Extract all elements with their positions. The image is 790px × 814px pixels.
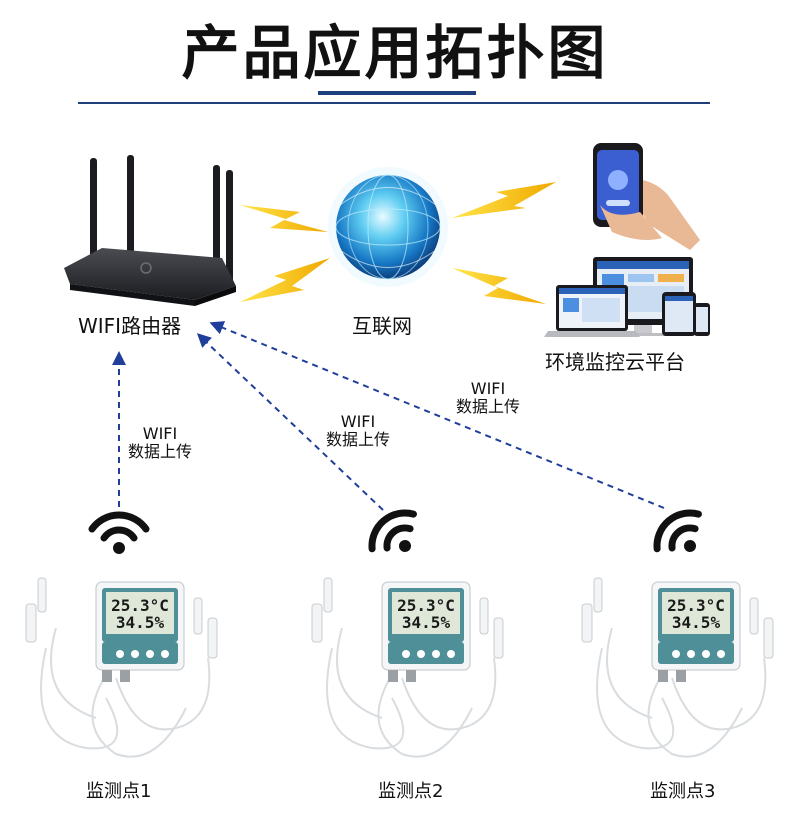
link-label-3: WIFI 数据上传 <box>448 380 528 416</box>
lightning-bolt-icon <box>240 258 330 302</box>
device-label-3: 监测点3 <box>650 781 716 802</box>
sensor-device-2: 25.3°C 34.5% <box>311 577 504 758</box>
device-label-2: 监测点2 <box>378 781 444 802</box>
laptop-icon <box>544 285 640 337</box>
link-description: 数据上传 <box>127 442 192 461</box>
link-protocol: WIFI <box>470 379 506 398</box>
sensor-device-1: 25.3°C 34.5% <box>25 577 218 758</box>
humidity-readout: 34.5% <box>402 613 451 632</box>
wifi-signal-icon <box>653 509 702 553</box>
upload-link-3 <box>209 321 665 509</box>
lightning-bolt-icon <box>452 182 556 218</box>
humidity-readout: 34.5% <box>116 613 165 632</box>
wifi-signal-icon <box>88 511 150 554</box>
link-description: 数据上传 <box>455 397 520 416</box>
device-label-1: 监测点1 <box>86 781 152 802</box>
smartphone-icon <box>593 143 700 250</box>
lightning-bolt-icon <box>452 268 546 304</box>
title-accent-bar <box>318 91 476 95</box>
temperature-readout: 25.3°C <box>667 596 725 615</box>
temperature-readout: 25.3°C <box>111 596 169 615</box>
page-title: 产品应用拓扑图 <box>181 19 609 87</box>
humidity-readout: 34.5% <box>672 613 721 632</box>
lightning-bolt-icon <box>240 205 328 232</box>
upload-link-2 <box>196 333 384 511</box>
router-icon <box>64 155 236 306</box>
link-description: 数据上传 <box>325 430 390 449</box>
link-protocol: WIFI <box>142 424 178 443</box>
globe-icon <box>328 167 448 287</box>
link-protocol: WIFI <box>340 412 376 431</box>
internet-label: 互联网 <box>352 314 412 338</box>
wifi-signal-icon <box>368 509 417 553</box>
phone-icon <box>694 303 710 336</box>
title-divider <box>78 102 710 104</box>
link-label-2: WIFI 数据上传 <box>318 413 398 449</box>
router-label: WIFI路由器 <box>78 314 182 338</box>
temperature-readout: 25.3°C <box>397 596 455 615</box>
tablet-icon <box>662 292 696 336</box>
link-label-1: WIFI 数据上传 <box>120 425 200 461</box>
sensor-device-3: 25.3°C 34.5% <box>581 577 774 758</box>
platform-label: 环境监控云平台 <box>545 350 685 374</box>
